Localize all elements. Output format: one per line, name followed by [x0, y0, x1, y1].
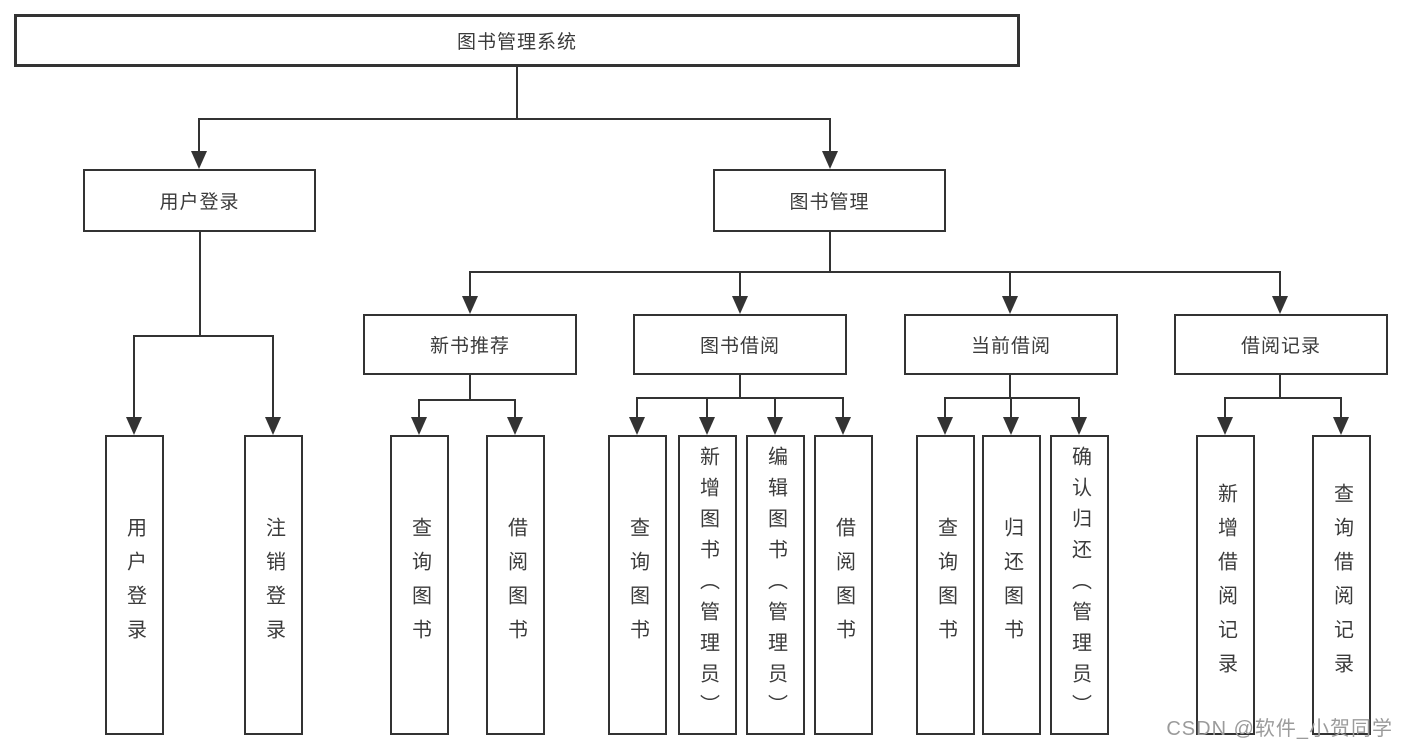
node-book-borrow: 图书借阅 — [633, 314, 847, 375]
leaf-user-login: 用户登录 — [105, 435, 164, 735]
leaf-query-borrow-record: 查询借阅记录 — [1312, 435, 1371, 735]
leaf-query-book-under-current: 查询图书 — [916, 435, 975, 735]
leaf-confirm-return-admin: 确认归还（管理员） — [1050, 435, 1109, 735]
node-user-login: 用户登录 — [83, 169, 316, 232]
csdn-watermark: CSDN @软件_小贺同学 — [1166, 718, 1393, 740]
leaf-logout: 注销登录 — [244, 435, 303, 735]
node-book-management: 图书管理 — [713, 169, 946, 232]
node-current-borrow: 当前借阅 — [904, 314, 1118, 375]
leaf-edit-book-admin: 编辑图书（管理员） — [746, 435, 805, 735]
leaf-query-book-under-borrow: 查询图书 — [608, 435, 667, 735]
node-library-system: 图书管理系统 — [14, 14, 1020, 67]
leaf-add-book-admin: 新增图书（管理员） — [678, 435, 737, 735]
leaf-add-borrow-record: 新增借阅记录 — [1196, 435, 1255, 735]
leaf-query-book-under-recommend: 查询图书 — [390, 435, 449, 735]
leaf-return-book: 归还图书 — [982, 435, 1041, 735]
node-borrow-records: 借阅记录 — [1174, 314, 1388, 375]
leaf-borrow-book-under-recommend: 借阅图书 — [486, 435, 545, 735]
leaf-borrow-book-under-borrow: 借阅图书 — [814, 435, 873, 735]
node-new-book-recommend: 新书推荐 — [363, 314, 577, 375]
